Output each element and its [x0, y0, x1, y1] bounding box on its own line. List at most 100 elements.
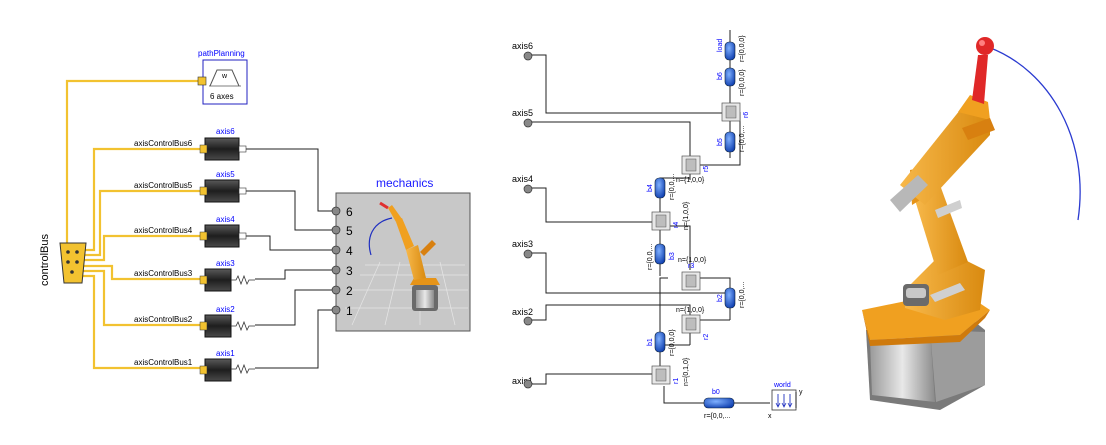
mechanics-floor-grid: [345, 261, 468, 326]
axis-block-2[interactable]: axisControlBus2 axis2: [134, 305, 255, 338]
axis-bus-label-1: axisControlBus1: [134, 358, 193, 367]
body-b2-param: r={0,0,...: [739, 282, 746, 308]
revolute-r6[interactable]: r6: [721, 102, 750, 122]
axis-name-3: axis3: [216, 259, 235, 268]
axis-name-2: axis2: [216, 305, 235, 314]
body-b4[interactable]: b4 r={0,0,...: [647, 174, 676, 200]
axis-bus-label-4: axisControlBus4: [134, 226, 193, 235]
mechanics-wires: [528, 30, 770, 404]
body-load[interactable]: load r={0,0,0}: [717, 35, 746, 62]
axis-port-6[interactable]: [523, 51, 533, 61]
axis-block-1[interactable]: axisControlBus1 axis1: [134, 349, 255, 382]
axis-label-5: axis5: [512, 108, 533, 118]
mechanics-port-5: 5: [346, 224, 353, 238]
body-b0[interactable]: b0 r={0,0,...: [703, 389, 735, 420]
world-gravity-arrows: [777, 394, 791, 406]
axis-port-2[interactable]: [523, 316, 533, 326]
body-b5[interactable]: b5 r={0,0,...: [717, 126, 746, 153]
body-b3-param: r={0,0,...: [647, 244, 654, 270]
body-load-param: r={0,0,0}: [739, 35, 746, 62]
revolute-r2-param: n={1,0,0}: [676, 307, 705, 314]
axis-label-2: axis2: [512, 307, 533, 317]
left-diagram: controlBus pathPlanning w 6 axes axisCon…: [39, 49, 471, 382]
axis-bus-label-3: axisControlBus3: [134, 269, 193, 278]
body-b2[interactable]: b2 r={0,0,...: [717, 282, 746, 309]
body-b1-param: r={0,0,0}: [669, 329, 676, 356]
revolute-r1[interactable]: r1 n={0,1,0}: [651, 357, 690, 386]
path-planning-name: pathPlanning: [198, 49, 245, 58]
body-b1-label: b1: [647, 338, 654, 346]
axis-port-4[interactable]: [523, 184, 533, 194]
revolute-r5[interactable]: r5 n={1,0,0}: [676, 155, 710, 184]
axis-label-1: axis1: [512, 376, 533, 386]
mechanics-block[interactable]: mechanics: [331, 176, 471, 332]
mechanics-robot-icon: [379, 201, 440, 311]
body-b4-param: r={0,0,...: [669, 174, 676, 200]
revolute-r2[interactable]: r2 n={1,0,0}: [676, 307, 710, 340]
body-b6-param: r={0,0,0}: [739, 69, 746, 96]
revolute-r4-label: r4: [673, 222, 680, 228]
revolute-r5-label: r5: [703, 166, 710, 172]
body-b5-label: b5: [717, 138, 724, 146]
revolute-r4-param: n={1,0,0}: [683, 201, 690, 230]
mechanics-port-2: 2: [346, 284, 353, 298]
revolute-r1-label: r1: [673, 378, 680, 384]
axis-block-4[interactable]: axisControlBus4 axis4: [134, 215, 247, 248]
body-b3[interactable]: r={0,0,... b3: [647, 244, 676, 270]
axis-name-1: axis1: [216, 349, 235, 358]
revolute-r2-label: r2: [703, 334, 710, 340]
axis-port-3[interactable]: [523, 249, 533, 259]
body-b1[interactable]: b1 r={0,0,0}: [647, 329, 676, 356]
axis-port-1[interactable]: [523, 379, 533, 389]
axis-label-4: axis4: [512, 174, 533, 184]
robot-base: [862, 290, 990, 410]
world-label: world: [773, 382, 791, 389]
axis-block-5[interactable]: axisControlBus5 axis5: [134, 170, 247, 203]
revolute-r6-label: r6: [743, 112, 750, 118]
world-frame[interactable]: world y x: [768, 382, 803, 420]
path-planning-glyph: w: [221, 73, 228, 80]
body-b0-label: b0: [712, 389, 720, 396]
axis-block-6[interactable]: axisControlBus6 axis6: [134, 127, 247, 161]
mechanics-port-6: 6: [346, 205, 353, 219]
mechanics-port-3: 3: [346, 264, 353, 278]
body-b2-label: b2: [717, 294, 724, 302]
body-b3-label: b3: [669, 252, 676, 260]
robot-tool: [972, 37, 994, 104]
robot-trajectory-curve: [987, 46, 1081, 221]
robot-column: [903, 250, 985, 320]
world-x-label: x: [768, 413, 772, 420]
axis-bus-label-5: axisControlBus5: [134, 181, 193, 190]
revolute-r3-param: n={1,0,0}: [678, 257, 707, 264]
axis-name-6: axis6: [216, 127, 235, 136]
axis-port-5[interactable]: [523, 118, 533, 128]
axis-block-3[interactable]: axisControlBus3 axis3: [134, 259, 255, 292]
body-b6[interactable]: b6 r={0,0,0}: [717, 67, 746, 96]
body-b5-param: r={0,0,...: [739, 126, 746, 152]
mechanics-port-1: 1: [346, 304, 353, 318]
path-planning-block[interactable]: pathPlanning w 6 axes: [197, 49, 248, 105]
mechanics-title: mechanics: [376, 176, 433, 190]
axis-label-3: axis3: [512, 239, 533, 249]
revolute-r4[interactable]: r4 n={1,0,0}: [651, 201, 690, 231]
body-b4-label: b4: [647, 184, 654, 192]
axis-name-5: axis5: [216, 170, 235, 179]
control-bus-connector[interactable]: [59, 242, 87, 284]
right-diagram: axis6 axis5 axis4 axis3 axis2 axis1 load…: [512, 30, 803, 420]
world-y-label: y: [799, 389, 803, 396]
revolute-r3[interactable]: r3 n={1,0,0}: [678, 257, 707, 291]
body-load-label: load: [717, 39, 724, 52]
axis-bus-label-2: axisControlBus2: [134, 315, 193, 324]
robot-3d-rendering: [862, 37, 1081, 410]
axis-bus-label-6: axisControlBus6: [134, 139, 193, 148]
axis-label-6: axis6: [512, 41, 533, 51]
mechanics-path-curve: [368, 217, 393, 256]
body-b0-param: r={0,0,...: [704, 413, 730, 420]
control-bus-label: controlBus: [39, 234, 51, 286]
revolute-r5-param: n={1,0,0}: [676, 177, 705, 184]
axis-name-4: axis4: [216, 215, 235, 224]
flange-wires: [246, 148, 336, 369]
mechanics-port-dots[interactable]: [331, 206, 341, 315]
path-planning-label: 6 axes: [210, 92, 234, 101]
